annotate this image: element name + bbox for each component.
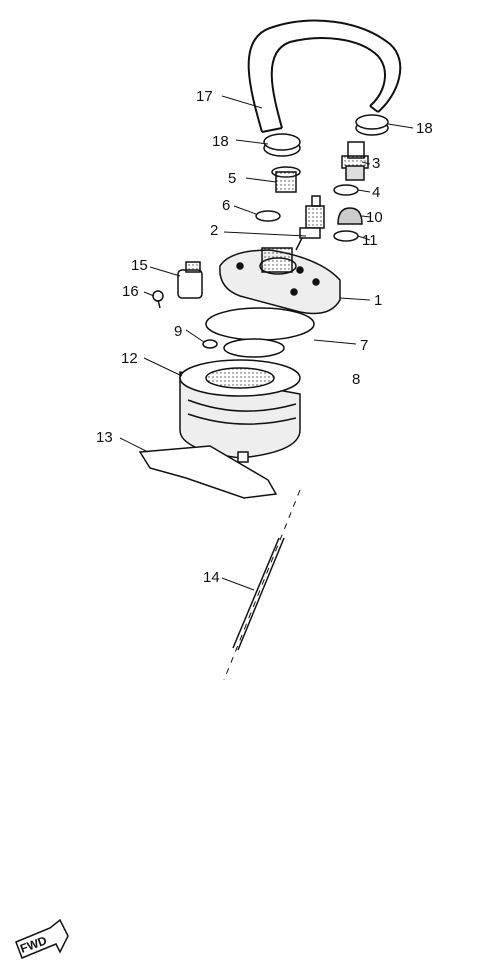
callout-1: 1 xyxy=(374,292,382,309)
leader-lines xyxy=(119,95,414,591)
thermostat-part-15 xyxy=(177,261,203,299)
hose-clamp-left-part-18 xyxy=(263,133,301,157)
callout-18-left: 18 xyxy=(212,133,229,150)
callout-14: 14 xyxy=(203,569,220,586)
callout-9: 9 xyxy=(174,323,182,340)
washer-part-11 xyxy=(333,230,359,242)
callout-16: 16 xyxy=(122,283,139,300)
fwd-direction-badge: FWD xyxy=(15,918,69,959)
assembly-axis xyxy=(223,489,301,681)
o-ring-part-8 xyxy=(223,338,285,358)
plug-part-5 xyxy=(271,166,301,193)
callout-4: 4 xyxy=(372,184,380,201)
washer-part-4 xyxy=(333,184,359,196)
cap-part-10 xyxy=(337,207,363,225)
cylinder-part-12 xyxy=(179,359,301,463)
gasket-part-6 xyxy=(255,210,281,222)
o-ring-part-9 xyxy=(202,339,218,349)
gasket-part-7 xyxy=(205,307,315,341)
cylinder-head-part-1 xyxy=(219,247,341,315)
callout-12: 12 xyxy=(121,350,138,367)
callout-15: 15 xyxy=(131,257,148,274)
callout-13: 13 xyxy=(96,429,113,446)
callout-6: 6 xyxy=(222,197,230,214)
callout-11: 11 xyxy=(362,232,378,249)
callout-3: 3 xyxy=(372,155,380,172)
base-gasket-part-13 xyxy=(138,445,278,499)
callout-17: 17 xyxy=(196,88,213,105)
callout-7: 7 xyxy=(360,337,368,354)
hose-part-17 xyxy=(247,19,402,133)
callout-18-right: 18 xyxy=(416,120,433,137)
spark-plug-part-2 xyxy=(295,195,325,251)
stud-bolt-part-14 xyxy=(232,537,285,651)
callout-10: 10 xyxy=(366,209,383,226)
callout-8: 8 xyxy=(352,371,360,388)
callout-5: 5 xyxy=(228,170,236,187)
hose-fitting-part-3 xyxy=(341,141,369,181)
callout-2: 2 xyxy=(210,222,218,239)
screw-part-16 xyxy=(152,290,164,309)
hose-clamp-right-part-18 xyxy=(355,114,389,136)
fwd-arrow-icon xyxy=(15,918,69,959)
